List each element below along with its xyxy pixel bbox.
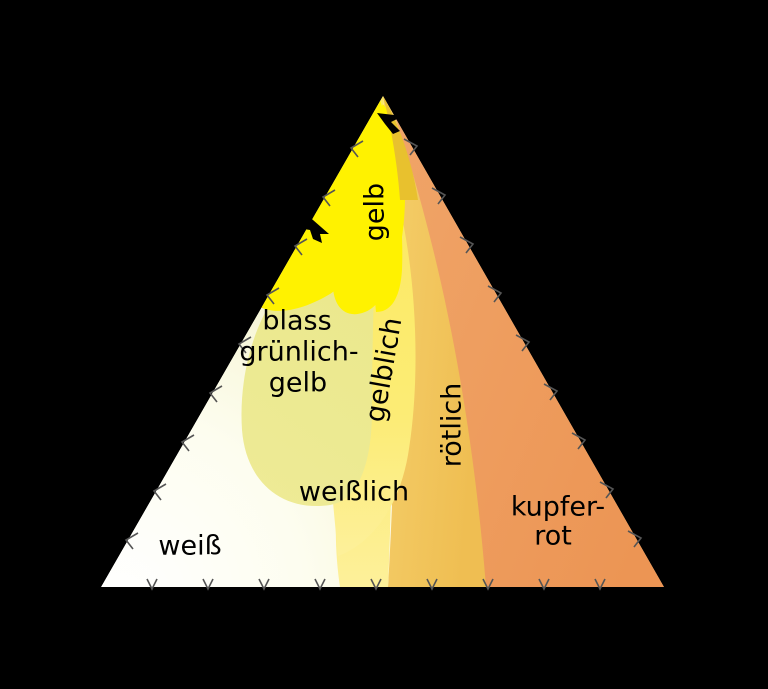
- label-weisslich: weißlich: [299, 477, 409, 508]
- apex-arrow-icon: [377, 113, 403, 134]
- label-gelb: gelb: [360, 183, 391, 241]
- region-gelb-right: [362, 100, 403, 312]
- label-blass-gruenlich-gelb-l1: blass: [262, 306, 331, 337]
- ticks-right: [403, 138, 643, 548]
- label-blass-gruenlich-gelb-l3: gelb: [269, 368, 327, 399]
- ticks-bottom: [146, 578, 606, 591]
- label-kupfer-rot-l2: rot: [534, 521, 572, 552]
- apex-gold-sliver: [383, 96, 418, 200]
- region-roetlich: [383, 96, 486, 587]
- label-kupfer-rot-l1: kupfer-: [511, 492, 605, 523]
- label-blass-gruenlich-gelb-l2: grünlich-: [239, 337, 358, 368]
- label-weiss: weiß: [158, 531, 221, 562]
- inner-arrow-icon: [304, 213, 329, 243]
- ticks-left: [124, 140, 364, 550]
- label-roetlich: rötlich: [437, 383, 468, 468]
